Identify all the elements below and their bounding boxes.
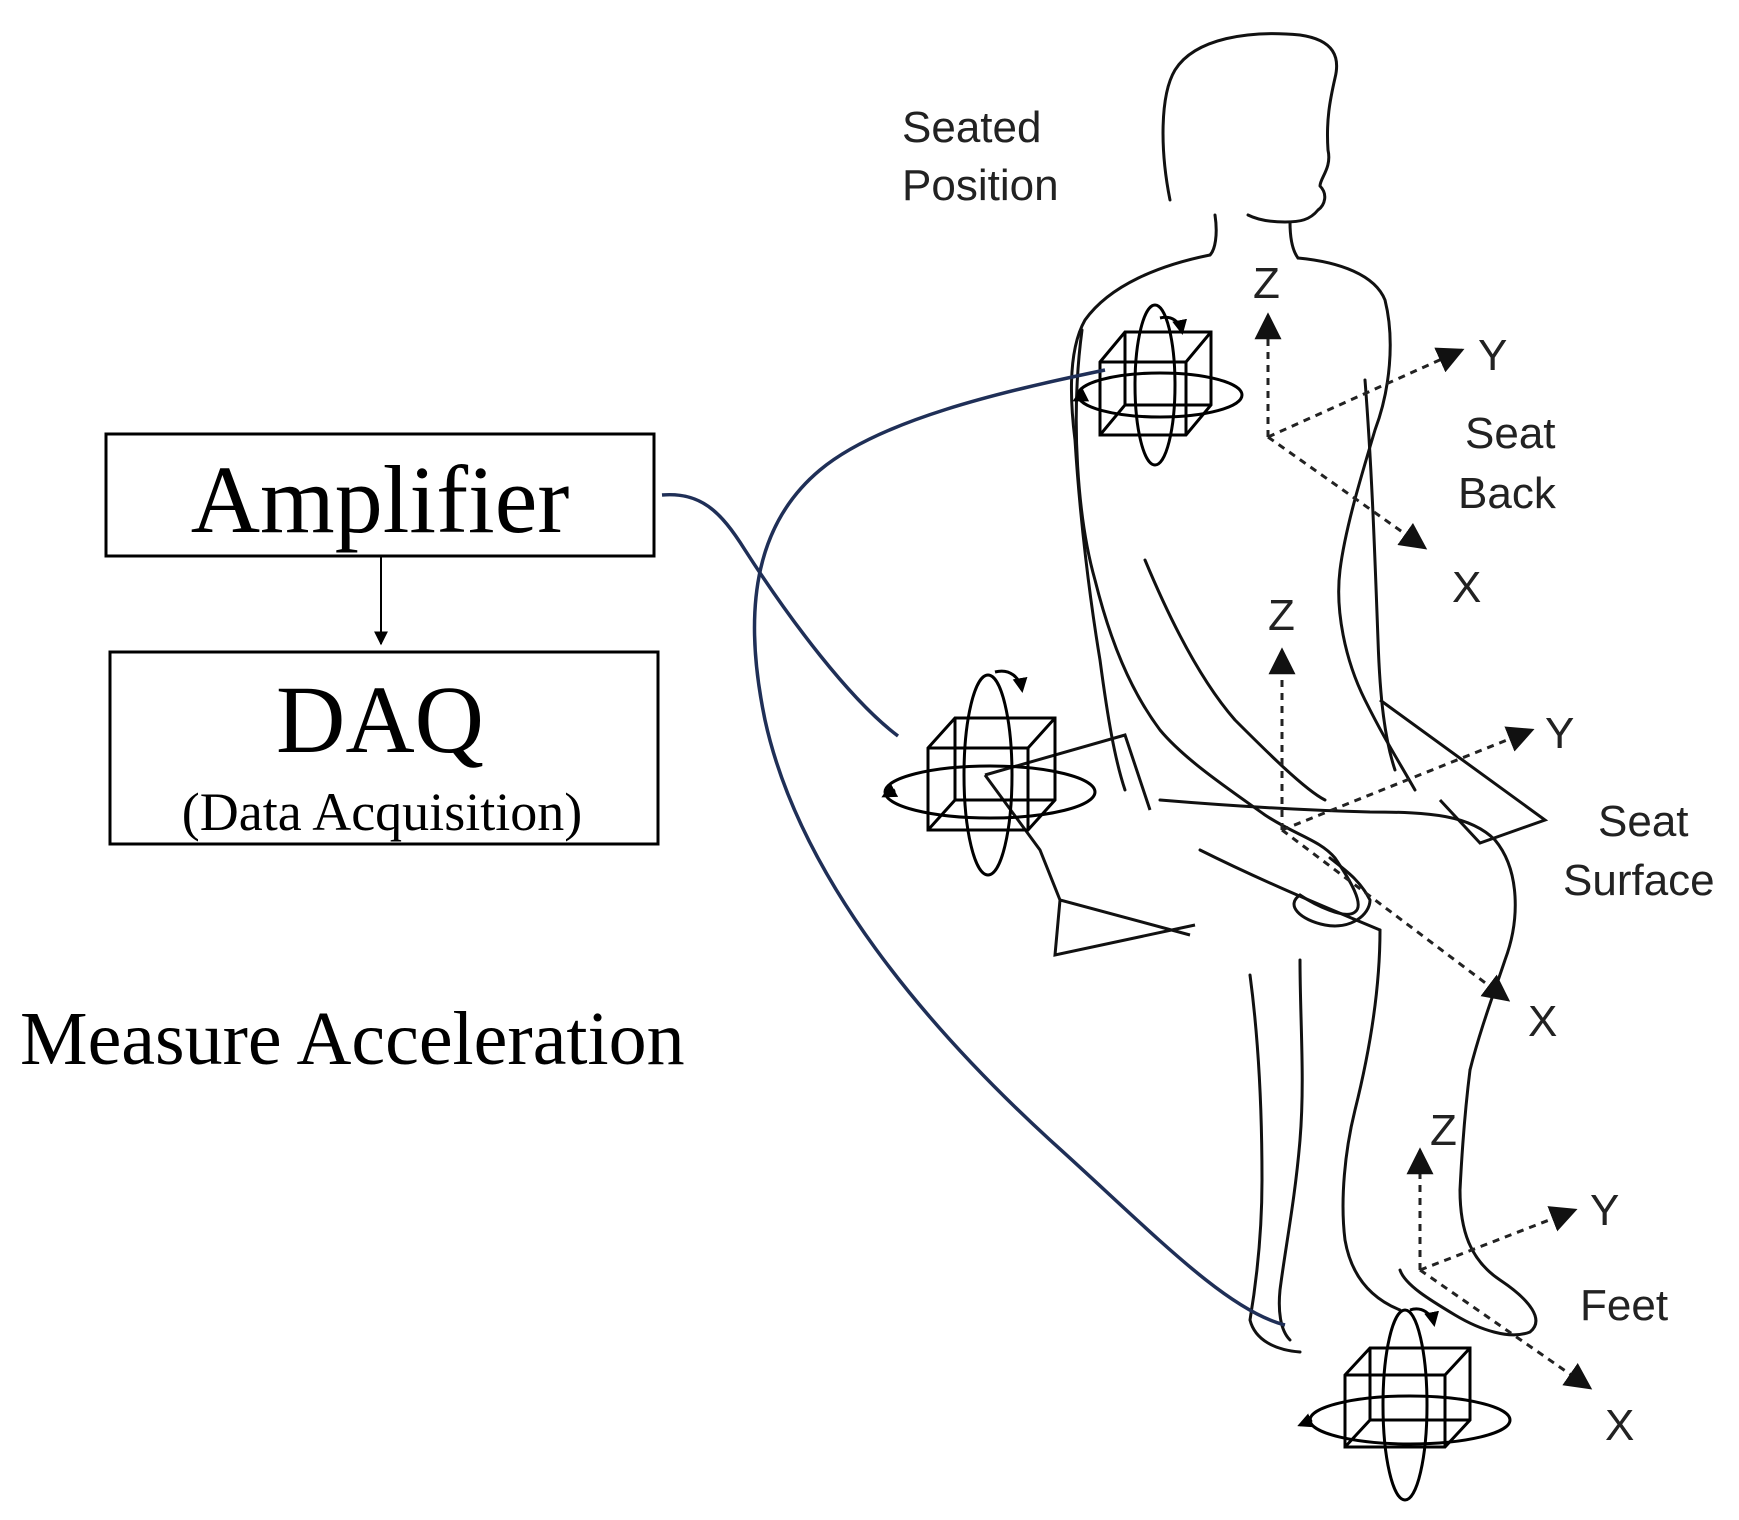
feet-label: Feet	[1580, 1281, 1668, 1330]
seat-back-accelerometer	[1072, 303, 1244, 467]
rotation-arrow-icon	[881, 669, 1097, 877]
seat-surface-label: Seat Surface	[1563, 797, 1715, 905]
seat-back-z-label: Z	[1253, 259, 1280, 308]
seat-surface-accelerometer	[881, 669, 1097, 877]
axis-arrow-icon	[1419, 1268, 1593, 1390]
rotation-arrow-icon	[1072, 303, 1244, 467]
axis-arrow-icon	[1281, 828, 1511, 1002]
daq-label: DAQ	[276, 666, 484, 773]
seat-surface-y-label: Y	[1545, 709, 1574, 758]
accelerometer-cube-icon	[926, 716, 1057, 832]
seat-surface-x-label: X	[1528, 997, 1557, 1046]
seat-back-axes: Z Y X	[1253, 259, 1507, 612]
cable-to-seat-back	[752, 368, 1286, 1327]
measure-acceleration-caption: Measure Acceleration	[20, 997, 685, 1081]
axis-arrow-icon	[1267, 435, 1428, 550]
cable-to-seat-surface	[661, 492, 900, 738]
amplifier-label: Amplifier	[191, 446, 570, 553]
seat-back-x-label: X	[1452, 563, 1481, 612]
seat	[983, 698, 1549, 957]
svg-text:Position: Position	[902, 161, 1059, 210]
axis-arrow-icon	[1419, 1206, 1578, 1272]
svg-text:Seated: Seated	[902, 103, 1041, 152]
svg-text:Surface: Surface	[1563, 856, 1715, 905]
svg-text:Back: Back	[1458, 469, 1557, 518]
seat-surface-z-label: Z	[1268, 591, 1295, 640]
axis-arrow-icon	[1281, 726, 1535, 832]
rotation-arrow-icon	[1297, 1307, 1512, 1502]
seated-human-figure	[1069, 32, 1538, 1354]
signal-cables	[661, 368, 1286, 1327]
seat-back-y-label: Y	[1478, 331, 1507, 380]
seated-position-label: Seated Position	[902, 103, 1059, 210]
axis-arrow-icon	[1267, 347, 1465, 439]
feet-z-label: Z	[1430, 1106, 1457, 1155]
feet-x-label: X	[1605, 1401, 1634, 1450]
feet-accelerometer	[1297, 1307, 1512, 1502]
accelerometer-cube-icon	[1098, 330, 1213, 437]
seat-surface-axes: Z Y X	[1268, 591, 1574, 1046]
daq-sublabel: (Data Acquisition)	[182, 782, 582, 842]
accelerometer-cube-icon	[1343, 1346, 1472, 1449]
amplifier-block: Amplifier	[104, 432, 656, 558]
seat-back-label: Seat Back	[1458, 409, 1557, 518]
daq-block: DAQ (Data Acquisition)	[108, 650, 660, 846]
svg-text:Seat: Seat	[1465, 409, 1556, 458]
svg-text:Seat: Seat	[1598, 797, 1689, 846]
feet-axes: Z Y X	[1406, 1106, 1634, 1450]
feet-y-label: Y	[1590, 1186, 1619, 1235]
